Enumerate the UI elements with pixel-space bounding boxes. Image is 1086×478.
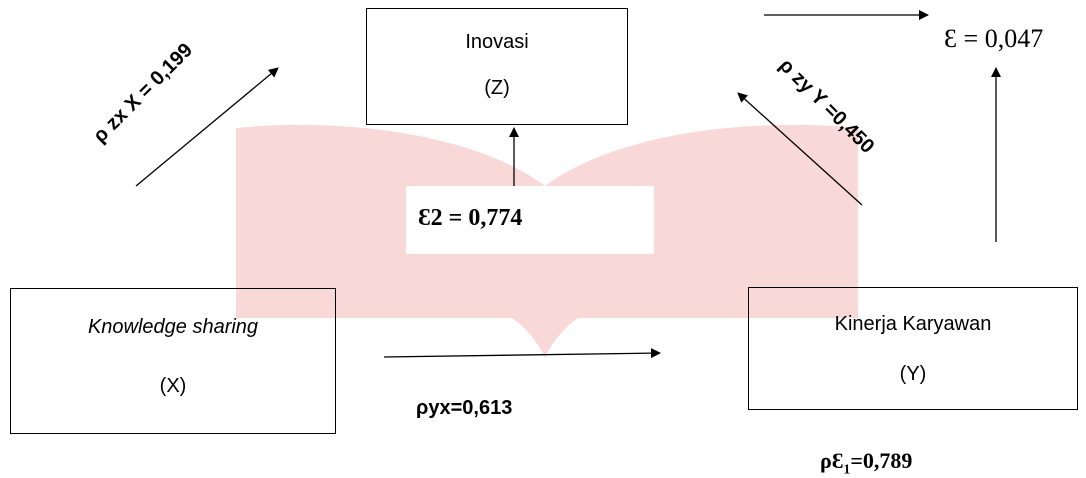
arrow-x-to-y <box>383 348 661 359</box>
path-label-yx: ρyx=0,613 <box>416 397 513 419</box>
arrow-x-to-z <box>135 67 279 187</box>
arrow-y-to-z <box>737 92 863 206</box>
residual-e-label: Ɛ = 0,047 <box>944 24 1044 53</box>
node-knowledge-sharing: Knowledge sharing (X) <box>10 288 336 434</box>
node-inovasi-title: Inovasi <box>465 31 529 53</box>
node-kinerja-karyawan: Kinerja Karyawan (Y) <box>748 287 1078 410</box>
node-kinerja-karyawan-code: (Y) <box>899 363 927 385</box>
path-label-e1-subscript: 1 <box>843 462 851 478</box>
path-label-e1-prefix: ρƐ <box>820 448 844 473</box>
node-inovasi-code: (Z) <box>484 77 510 99</box>
node-knowledge-sharing-code: (X) <box>159 375 187 397</box>
path-label-e1: ρƐ1=0,789 <box>820 448 912 478</box>
path-label-e1-value: =0,789 <box>850 448 913 473</box>
node-kinerja-karyawan-title: Kinerja Karyawan <box>834 313 992 335</box>
residual-e2-box <box>406 186 654 254</box>
node-knowledge-sharing-title: Knowledge sharing <box>87 316 259 338</box>
node-inovasi: Inovasi (Z) <box>366 8 628 125</box>
residual-e2-label: Ɛ2 = 0,774 <box>418 205 523 231</box>
